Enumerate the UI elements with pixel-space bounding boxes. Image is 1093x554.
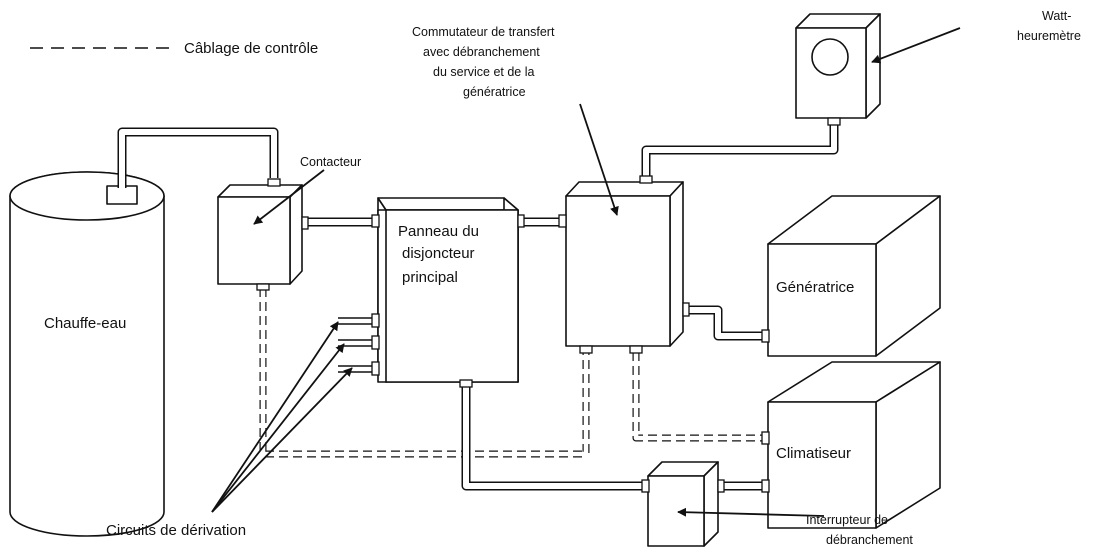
transfer-switch-label-line-1: Commutateur de transfert [412, 25, 555, 39]
disconnect-switch [641, 461, 725, 547]
transfer-switch [558, 175, 690, 354]
water-heater: Chauffe-eau [9, 171, 165, 537]
disconnect-label-line-1: Interrupteur de [806, 513, 888, 527]
transfer-switch-label-line-3: du service et de la [433, 65, 534, 79]
watt-hour-meter: Watt- heuremètre [795, 9, 1081, 126]
generator: Génératrice [761, 195, 941, 357]
disconnect-label-line-2: débranchement [826, 533, 913, 547]
main-breaker-panel: Panneau du disjoncteur principal [371, 197, 525, 388]
water-heater-label: Chauffe-eau [44, 315, 126, 332]
air-conditioner-label: Climatiseur [776, 445, 851, 462]
power-conduits [117, 124, 839, 491]
air-conditioner: Climatiseur [761, 361, 941, 529]
main-panel-label-line-3: principal [402, 269, 458, 286]
arrows [211, 27, 961, 517]
water-heater-terminal [106, 185, 138, 205]
transfer-switch-label-line-2: avec débranchement [423, 45, 540, 59]
legend: Câblage de contrôle [30, 40, 318, 57]
main-panel-label-line-2: disjoncteur [402, 245, 475, 262]
branch-circuits-label: Circuits de dérivation [106, 522, 246, 539]
transfer-switch-label-line-4: génératrice [463, 85, 526, 99]
contactor-label: Contacteur [300, 155, 361, 169]
main-panel-label-line-1: Panneau du [398, 223, 479, 240]
callout-labels: Commutateur de transfert avec débranchem… [106, 25, 913, 547]
watt-meter-label-line-1: Watt- [1042, 9, 1071, 23]
watt-meter-label-line-2: heuremètre [1017, 29, 1081, 43]
legend-label: Câblage de contrôle [184, 40, 318, 57]
meter-dial [811, 38, 849, 76]
control-wiring [259, 288, 766, 458]
generator-label: Génératrice [776, 279, 854, 296]
